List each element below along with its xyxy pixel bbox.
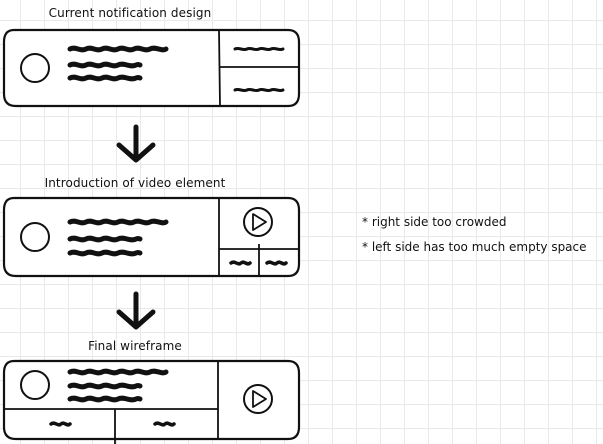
- arrow-down-icon: [116, 124, 156, 163]
- play-button-icon: [243, 207, 273, 237]
- notification-card-current: [2, 28, 301, 108]
- step-2-title: Introduction of video element: [44, 176, 226, 190]
- notification-card-video: [2, 196, 301, 278]
- step-3-title: Final wireframe: [88, 339, 182, 353]
- notification-card-final: [2, 359, 301, 444]
- avatar-circle-icon: [20, 53, 50, 83]
- avatar-circle-icon: [20, 370, 50, 400]
- step-1-title: Current notification design: [48, 6, 212, 20]
- play-button-icon: [243, 384, 273, 414]
- note-right-side-crowded: * right side too crowded: [362, 215, 507, 229]
- note-left-side-empty: * left side has too much empty space: [362, 240, 587, 254]
- arrow-down-icon: [116, 291, 156, 330]
- avatar-circle-icon: [20, 222, 50, 252]
